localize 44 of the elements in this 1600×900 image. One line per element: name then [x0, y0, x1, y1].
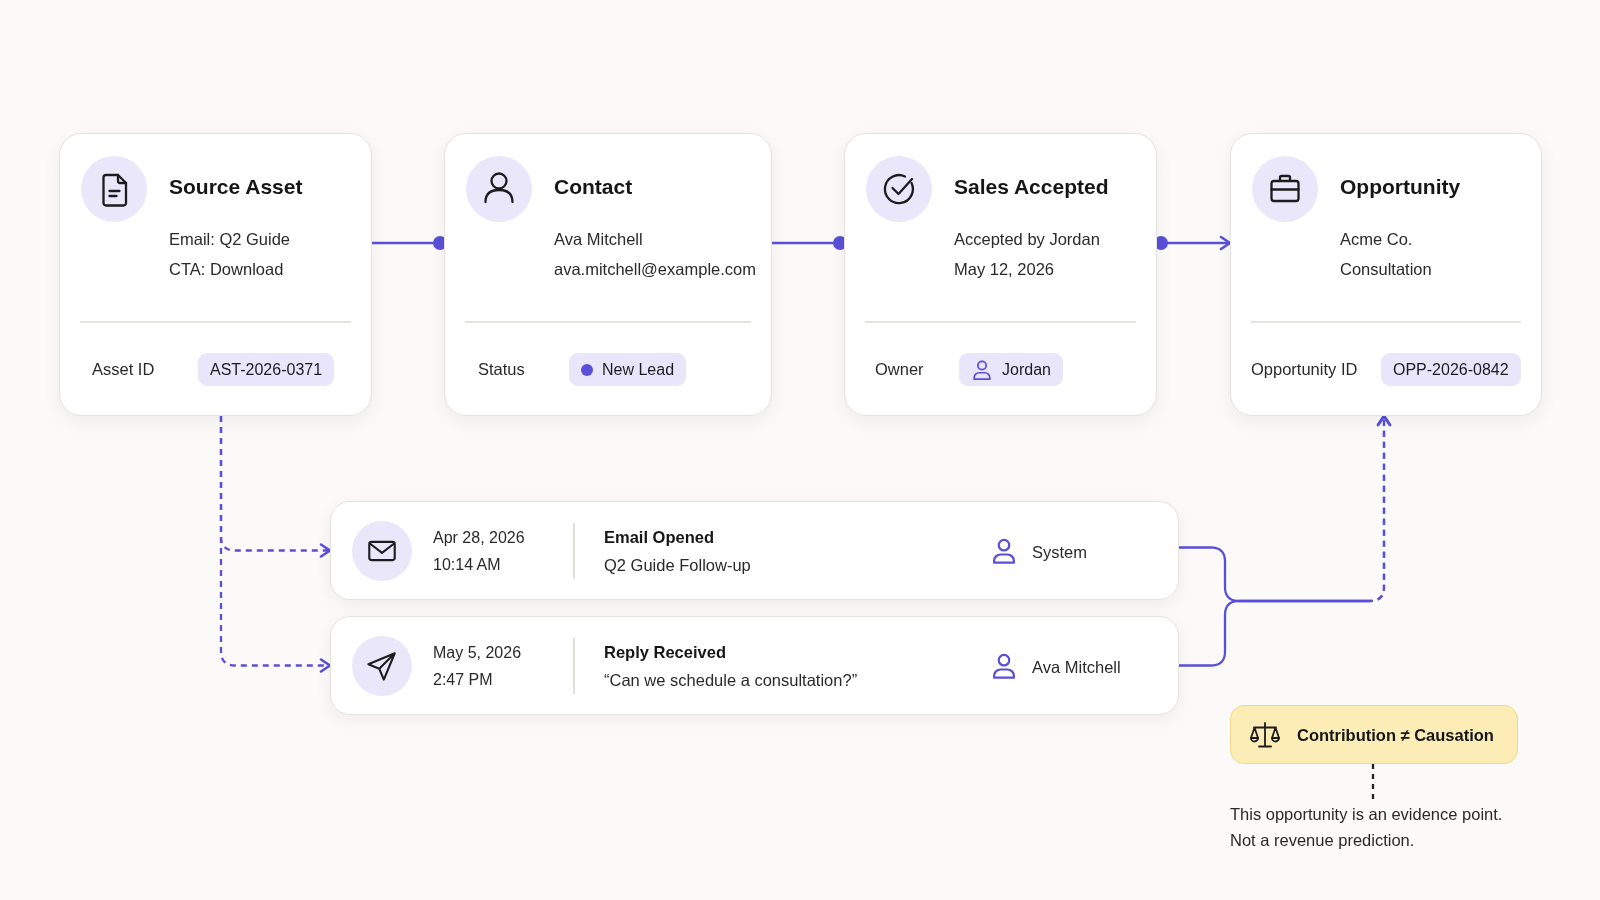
- status-badge: [569, 353, 687, 386]
- activity-row: [330, 616, 1179, 715]
- card-title: Contact: [554, 176, 633, 198]
- card-detail: Ava Mitchell: [554, 229, 643, 250]
- card-detail: Email: Q2 Guide: [169, 229, 291, 250]
- activity-title: Email Opened: [604, 527, 715, 548]
- activity-time: 2:47 PM: [433, 670, 493, 690]
- activity-date: May 5, 2026: [433, 643, 522, 663]
- actor-name: Ava Mitchell: [1032, 657, 1121, 678]
- card-title: Opportunity: [1340, 176, 1461, 198]
- callout-box: [1230, 705, 1518, 764]
- note-text: This opportunity is an evidence point. Not a revenue prediction.: [1230, 801, 1522, 853]
- stage-card: [844, 133, 1157, 416]
- card-detail: Consultation: [1340, 259, 1432, 280]
- activity-row: [330, 501, 1179, 600]
- field-label: Asset ID: [92, 359, 155, 380]
- activity-title: Reply Received: [604, 642, 726, 663]
- card-detail: ava.mitchell@example.com: [554, 259, 756, 280]
- card-title: Source Asset: [169, 176, 303, 198]
- badge-text: Jordan: [1002, 360, 1051, 379]
- field-label: Owner: [875, 359, 924, 380]
- card-detail: May 12, 2026: [954, 259, 1054, 280]
- badge-text: New Lead: [602, 360, 675, 379]
- dashed-arrow: [219, 416, 332, 673]
- card-title: Sales Accepted: [954, 176, 1109, 198]
- card-detail: Accepted by Jordan: [954, 229, 1100, 250]
- arrow: [1179, 414, 1392, 667]
- owner-badge: [959, 353, 1063, 386]
- leader-line: [1371, 764, 1375, 801]
- card-detail: Acme Co.: [1340, 229, 1413, 250]
- id-badge: AST-2026-0371: [198, 353, 335, 386]
- activity-detail: Q2 Guide Follow-up: [604, 555, 751, 576]
- field-label: Opportunity ID: [1251, 359, 1358, 380]
- stage-card: [1230, 133, 1542, 416]
- callout-text: Contribution ≠ Causation: [1297, 724, 1494, 746]
- activity-detail: “Can we schedule a consultation?”: [604, 670, 858, 691]
- stage-card: [59, 133, 372, 416]
- card-detail: CTA: Download: [169, 259, 284, 280]
- field-label: Status: [478, 359, 525, 380]
- actor-name: System: [1032, 542, 1087, 563]
- id-badge: OPP-2026-0842: [1381, 353, 1521, 386]
- activity-time: 10:14 AM: [433, 555, 501, 575]
- activity-date: Apr 28, 2026: [433, 528, 525, 548]
- stage-card: [444, 133, 772, 416]
